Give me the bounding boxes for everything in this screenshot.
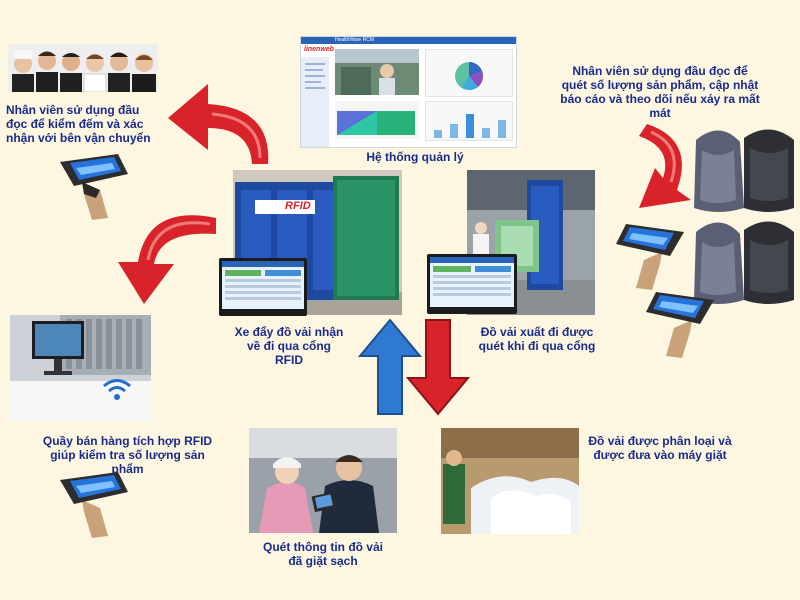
window-title: HealthWare RCM — [335, 37, 374, 43]
laundry-bags-top — [690, 120, 798, 216]
staff-scan-label: Nhân viên sử dụng đầu đọc để quét số lượ… — [560, 64, 760, 120]
linen-sorting-photo — [441, 428, 579, 534]
rfid-handheld-scanner-icon — [52, 152, 132, 222]
rfid-counter-photo — [10, 315, 151, 421]
down-arrow-icon — [406, 318, 470, 416]
dashboard-block-chart — [335, 101, 419, 139]
gate-brand-logo: RFID — [285, 200, 311, 212]
management-label: Hệ thống quản lý — [366, 150, 464, 164]
up-arrow-icon — [358, 318, 422, 416]
gate-monitor-screen — [219, 258, 307, 316]
dashboard-photo-panel — [335, 49, 419, 95]
dashboard-sidebar — [301, 57, 329, 147]
counter-label: Quầy bán hàng tích hợp RFID giúp kiểm tr… — [42, 434, 213, 476]
clean-linen-scan-photo — [249, 428, 397, 533]
rfid-handheld-scanner-icon — [612, 222, 692, 292]
management-dashboard: HealthWare RCM linenweb — [300, 36, 517, 148]
sorted-label: Đồ vải được phân loại và được đưa vào má… — [588, 434, 732, 462]
dashboard-pie-panel — [425, 49, 513, 97]
laundry-bags-middle — [690, 212, 798, 308]
gate-monitor-screen — [427, 254, 517, 314]
staff-team-photo — [8, 44, 158, 92]
dashboard-bar-chart — [425, 101, 513, 141]
rfid-handheld-scanner-icon — [642, 290, 722, 360]
curved-arrow-icon — [595, 120, 695, 220]
curved-arrow-icon — [100, 200, 220, 310]
cart-in-label: Xe đẩy đồ vải nhận về đi qua cổng RFID — [234, 325, 344, 367]
wifi-icon — [102, 377, 132, 401]
app-logo: linenweb — [304, 46, 334, 53]
linen-out-label: Đồ vải xuất đi được quét khi đi qua cổng — [478, 325, 596, 353]
rfid-handheld-scanner-icon — [52, 470, 132, 540]
staff-verify-label: Nhân viên sử dụng đầu đọc để kiểm đếm và… — [6, 103, 151, 145]
curved-arrow-icon — [150, 78, 290, 168]
clean-scan-label: Quét thông tin đồ vải đã giặt sạch — [263, 540, 383, 568]
